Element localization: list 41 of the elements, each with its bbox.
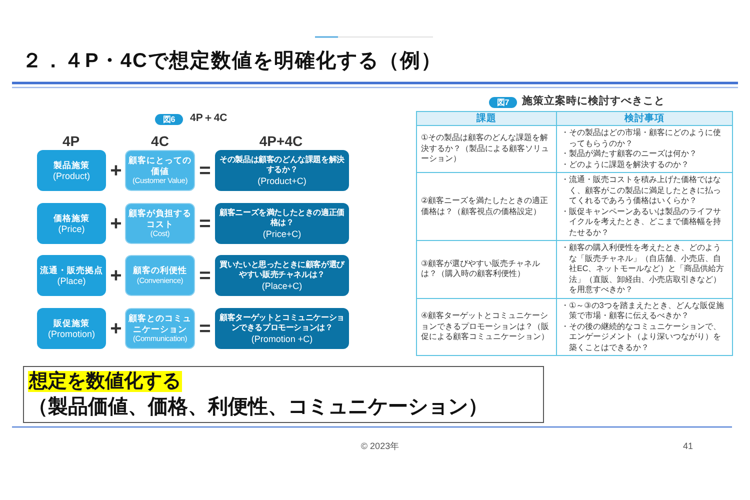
list-item: ・どのように課題を解決するのか？: [561, 160, 690, 170]
plus-sign: +: [110, 266, 122, 286]
page-number: 41: [683, 441, 694, 452]
plus-sign: +: [110, 160, 122, 180]
rounded-box: 顧客ターゲットとコミュニケーションできるプロモーションは？ (Promotion +C): [215, 308, 349, 349]
list-item: ・顧客の購入利便性を考えたとき、どのような「販売チャネル」（自店舗、小売店、自社EC、ネットモールなど）と「商品供給方法」（直販、卸経由、小売店取引きなど）を用意すべきか？: [561, 243, 726, 296]
column-header: 4C: [151, 133, 169, 149]
equals-sign: =: [199, 318, 211, 338]
list-item: ・その製品はどの市場・顧客にどのように使ってもらうのか？: [561, 128, 722, 149]
column-header: 4P+4C: [259, 133, 303, 149]
header-cell: 課題: [416, 112, 556, 126]
plus-sign: +: [110, 318, 122, 338]
equals-sign: =: [199, 214, 211, 234]
slide-title: ２．４P・4Cで想定数値を明確化する（例）: [22, 48, 442, 74]
column-header: 4P: [62, 133, 80, 149]
list-item: ・その後の継続的なコミュニケーションで、エンゲージメント（より深いつながり）を築くことはできるか？: [561, 322, 722, 353]
list-item: ・流通・販売コストを積み上げた価格ではなく、顧客がこの製品に満足したときに払ってくれるであろう価格はいくらか？: [561, 175, 722, 206]
figure-badge: 図6: [155, 114, 183, 125]
equals-sign: =: [199, 266, 211, 286]
rounded-box: 流通・販売拠点 (Place): [37, 255, 106, 296]
rounded-box: 買いたいと思ったときに顧客が選びやすい販売チャネルは？ (Place+C): [215, 255, 349, 296]
rounded-box: その製品は顧客のどんな課題を解決するか？ (Product+C): [215, 150, 349, 191]
rounded-box: 製品施策 (Product): [37, 150, 106, 191]
equals-sign: =: [199, 160, 211, 180]
rounded-box: 価格施策 (Price): [37, 203, 106, 244]
summary-box: 想定を数値化する （製品価値、価格、利便性、コミュニケーション）: [23, 366, 544, 423]
table-cell: ③顧客が選びやすい販売チャネルは？（購入時の顧客利便性）: [416, 240, 556, 298]
figure-title: 4P＋4C: [190, 111, 228, 126]
rounded-box: 顧客ニーズを満たしたときの適正価格は？ (Price+C): [215, 203, 349, 244]
list-item: ・製品が満たす顧客のニーズは何か？: [561, 149, 698, 160]
header-cell: 検討事項: [556, 112, 732, 126]
table-cell: ④顧客ターゲットとコミュニケーションできるプロモーションは？（販促による顧客コミュニケーション）: [416, 298, 556, 356]
copyright-text: © 2023年: [360, 441, 400, 452]
list-item: ・①～③の3つを踏まえたとき、どんな販促施策で市場・顧客に伝えるべきか？: [561, 300, 725, 322]
table-cell: ①その製品は顧客のどんな課題を解決するか？（製品による顧客ソリューション）: [416, 126, 556, 172]
figure-badge: 図7: [489, 97, 517, 108]
table-cell: ②顧客ニーズを満たしたときの適正価格は？（顧客視点の価格設定）: [416, 172, 556, 240]
list-item: ・販促キャンペーンあるいは製品のライフサイクルを考えたとき、どこまで価格幅を持たせるか？: [561, 206, 722, 238]
plus-sign: +: [110, 214, 122, 234]
figure-title: 施策立案時に検討すべきこと: [522, 94, 665, 109]
rounded-box: 販促施策 (Promotion): [37, 308, 106, 349]
